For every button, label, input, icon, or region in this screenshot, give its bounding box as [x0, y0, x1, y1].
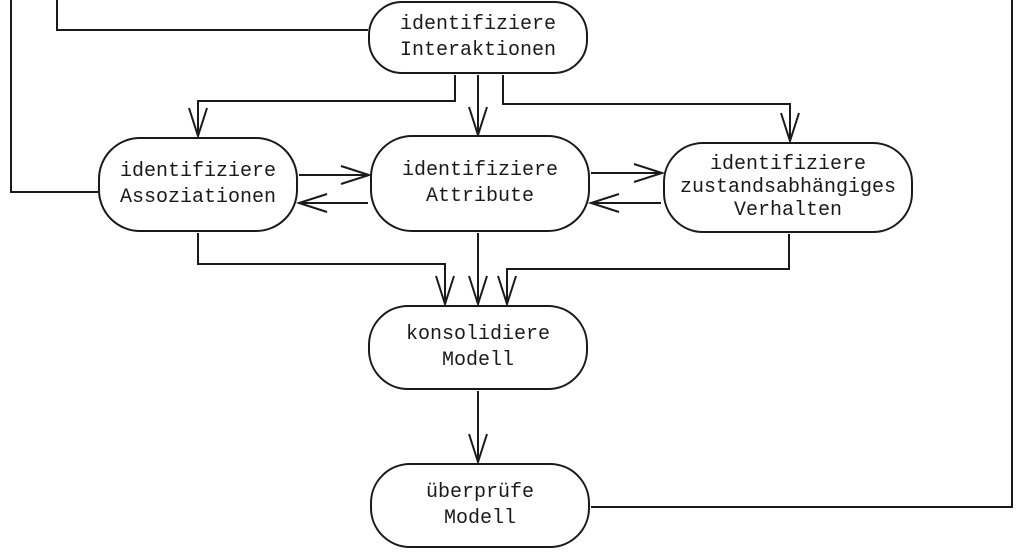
node-label-line: identifiziere — [119, 159, 277, 183]
arrowhead-into-assoziationen-right — [295, 193, 328, 213]
node-label-line: Modell — [441, 348, 514, 372]
arrowhead-into-attribute-left — [340, 165, 373, 185]
node-identifiziere-zustandsabhaengiges-verhalten: identifiziere zustandsabhängiges Verhalt… — [663, 142, 913, 233]
edge-from-top-left-to-assoziationen — [10, 0, 98, 193]
arrowhead-into-konsolidiere-middle — [468, 275, 488, 308]
node-label-line: konsolidiere — [405, 322, 551, 346]
node-label-line: Verhalten — [733, 199, 843, 222]
edge-ueberpruefe-feedback-up — [591, 0, 1013, 508]
node-identifiziere-assoziationen: identifiziere Assoziationen — [98, 137, 298, 232]
node-konsolidiere-modell: konsolidiere Modell — [368, 305, 588, 390]
edge-interaktionen-to-assoziationen — [197, 75, 456, 135]
node-label-line: Modell — [443, 506, 516, 530]
node-identifiziere-interaktionen: identifiziere Interaktionen — [368, 1, 588, 74]
edge-assoziationen-to-konsolidiere — [197, 233, 446, 303]
edge-interaktionen-to-verhalten — [502, 75, 791, 140]
node-identifiziere-attribute: identifiziere Attribute — [370, 135, 590, 232]
arrowhead-into-assoziationen-top — [188, 107, 208, 140]
arrowhead-into-verhalten-left — [633, 163, 666, 183]
node-label-line: überprüfe — [425, 480, 535, 504]
node-label-line: Interaktionen — [399, 38, 557, 62]
node-label-line: zustandsabhängiges — [679, 176, 897, 199]
arrowhead-into-ueberpruefe-top — [468, 433, 488, 466]
node-label-line: identifiziere — [709, 153, 867, 176]
node-label-line: Attribute — [425, 184, 535, 208]
arrowhead-into-attribute-right — [587, 193, 620, 213]
node-label-line: Assoziationen — [119, 185, 277, 209]
arrowhead-into-konsolidiere-right — [497, 275, 517, 308]
node-ueberpruefe-modell: überprüfe Modell — [370, 463, 590, 548]
node-label-line: identifiziere — [399, 12, 557, 36]
edge-from-top-to-interaktionen — [56, 0, 368, 31]
edge-verhalten-to-konsolidiere — [506, 234, 790, 303]
arrowhead-into-konsolidiere-left — [435, 275, 455, 308]
arrowhead-into-verhalten-top — [780, 112, 800, 145]
node-label-line: identifiziere — [401, 158, 559, 182]
